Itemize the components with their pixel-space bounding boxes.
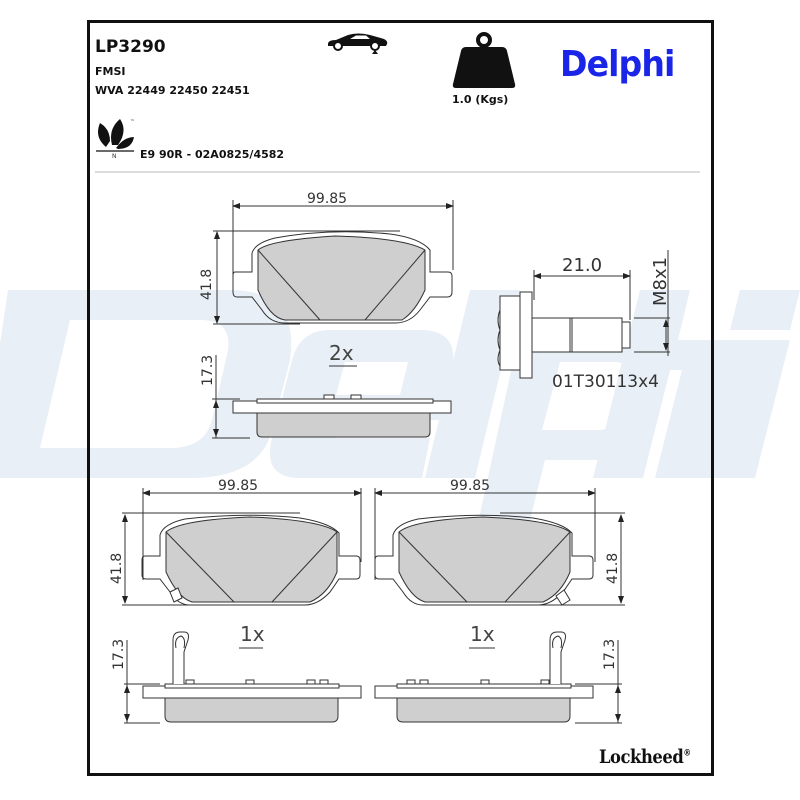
part-number: LP3290 <box>95 37 166 57</box>
outer-pad-right-side-view <box>374 631 622 724</box>
outer-pad-right-front-view <box>374 488 625 606</box>
lockheed-text: Lockheed <box>599 746 684 768</box>
fmsi-label: FMSI <box>95 65 126 78</box>
leaf-caption: N <box>112 153 117 159</box>
inner-thickness-dim: 17.3 <box>200 355 216 386</box>
header-divider <box>95 171 700 173</box>
outer-right-width-dim: 99.85 <box>450 478 490 494</box>
leaf-eco-icon: N ™ <box>96 119 135 159</box>
inner-quantity: 2x <box>329 341 354 365</box>
bolt-thread-dim: M8x1 <box>650 257 671 306</box>
bolt-length-dim: 21.0 <box>562 255 602 276</box>
outer-pad-left-side-view <box>124 631 362 724</box>
outer-left-thickness-dim: 17.3 <box>111 639 127 670</box>
outer-right-height-dim: 41.8 <box>605 553 621 584</box>
wva-numbers: WVA 22449 22450 22451 <box>95 84 250 97</box>
weight-icon <box>452 32 516 88</box>
lockheed-logo: Lockheed® <box>599 746 691 768</box>
datasheet-frame <box>87 20 714 776</box>
inner-pad-front-view <box>213 200 454 325</box>
inner-pad-side-view <box>212 355 452 439</box>
outer-left-quantity: 1x <box>240 622 265 646</box>
inner-height-dim: 41.8 <box>199 269 215 300</box>
approval-code: E9 90R - 02A0825/4582 <box>140 148 285 161</box>
outer-left-width-dim: 99.85 <box>218 478 258 494</box>
bolt-part-ref: 01T30113x4 <box>552 372 659 392</box>
leaf-tm: ™ <box>130 119 135 125</box>
registered-mark: ® <box>683 748 691 759</box>
guide-bolt-drawing <box>497 250 670 379</box>
weight-value: 1.0 (Kgs) <box>452 93 509 106</box>
outer-left-height-dim: 41.8 <box>109 553 125 584</box>
delphi-logo: Delphi <box>560 44 675 85</box>
car-rear-axle-icon <box>328 33 388 54</box>
outer-pad-left-front-view <box>122 488 362 606</box>
outer-right-quantity: 1x <box>470 622 495 646</box>
outer-right-thickness-dim: 17.3 <box>602 639 618 670</box>
inner-width-dim: 99.85 <box>307 191 347 207</box>
